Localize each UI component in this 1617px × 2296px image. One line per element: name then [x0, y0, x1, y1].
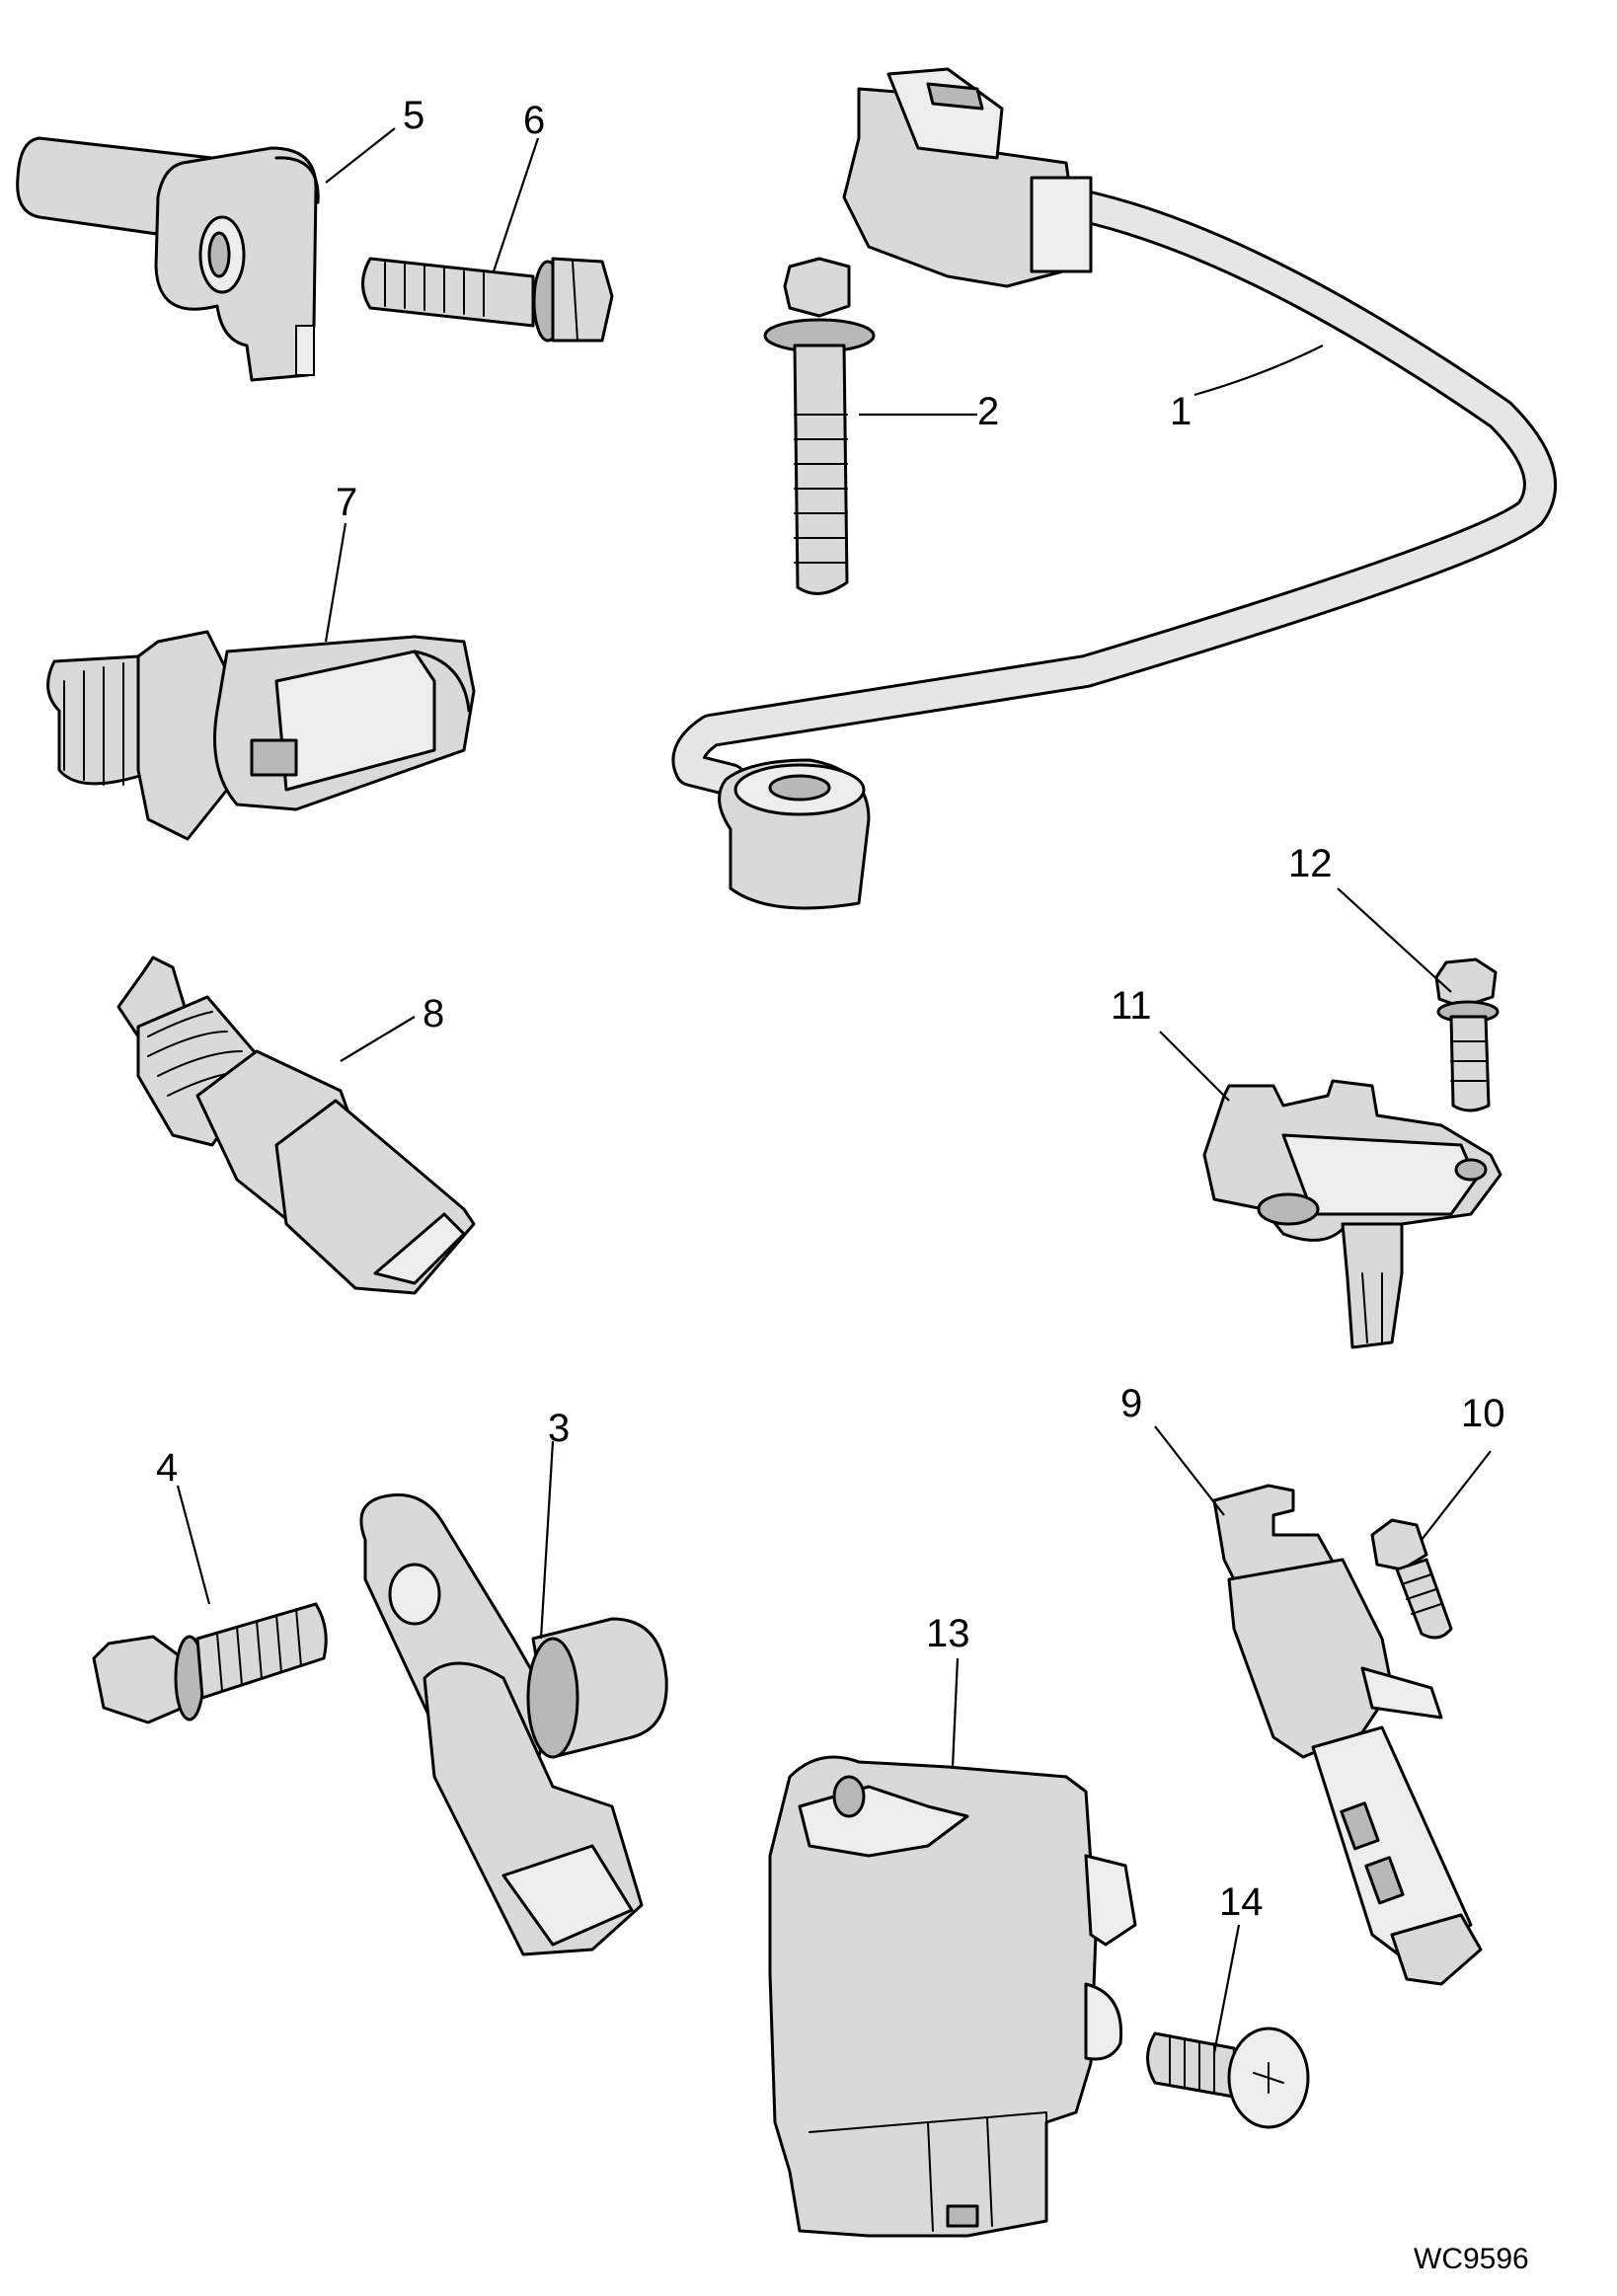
part-14-bolt: [1146, 2027, 1310, 2129]
leader-14: [1212, 1924, 1241, 2054]
leader-6: [492, 137, 540, 272]
leader-3: [539, 1440, 555, 1640]
callout-13: 13: [926, 1612, 970, 1655]
part-8-temp-sensor: [116, 956, 476, 1295]
part-13-maf-sensor: [768, 1755, 1137, 2238]
part-12-bolt: [1434, 957, 1500, 1112]
callout-5: 5: [403, 94, 424, 137]
callout-8: 8: [423, 992, 444, 1035]
callout-12: 12: [1288, 842, 1333, 885]
callouts: 1 2 3 4 5 6 7 8 9 10 11 12 13 14: [156, 94, 1505, 1924]
leader-10: [1421, 1450, 1492, 1541]
leader-8: [340, 1016, 416, 1062]
leader-7: [324, 522, 347, 643]
part-11-map-sensor: [1202, 1079, 1502, 1349]
leader-5: [325, 127, 396, 184]
callout-14: 14: [1219, 1880, 1264, 1924]
part-4-bolt: [92, 1602, 328, 1724]
callout-2: 2: [977, 390, 999, 433]
part-6-bolt: [361, 257, 614, 343]
leader-lines: [176, 127, 1492, 2054]
leader-12: [1337, 887, 1452, 993]
part-10-bolt: [1370, 1518, 1453, 1640]
callout-11: 11: [1111, 984, 1152, 1028]
part-7-sensor: [46, 630, 476, 841]
part-2-bolt: [763, 257, 876, 595]
callout-9: 9: [1120, 1382, 1142, 1425]
part-3-cam-sensor: [359, 1492, 668, 1956]
callout-1: 1: [1170, 390, 1192, 433]
leader-9: [1154, 1425, 1225, 1516]
part-1-knock-sensor: [671, 67, 1557, 910]
callout-3: 3: [548, 1407, 570, 1450]
callout-4: 4: [156, 1446, 178, 1490]
part-9-solenoid: [1212, 1484, 1483, 1986]
leader-11: [1159, 1031, 1230, 1102]
leader-13: [951, 1657, 960, 1768]
leader-4: [176, 1485, 211, 1605]
part-5-sensor: [16, 136, 320, 382]
figure-code: WC9596: [1414, 2243, 1529, 2275]
callout-7: 7: [336, 481, 357, 524]
leader-1: [1194, 344, 1324, 397]
callout-10: 10: [1461, 1392, 1505, 1435]
callout-6: 6: [523, 99, 545, 142]
